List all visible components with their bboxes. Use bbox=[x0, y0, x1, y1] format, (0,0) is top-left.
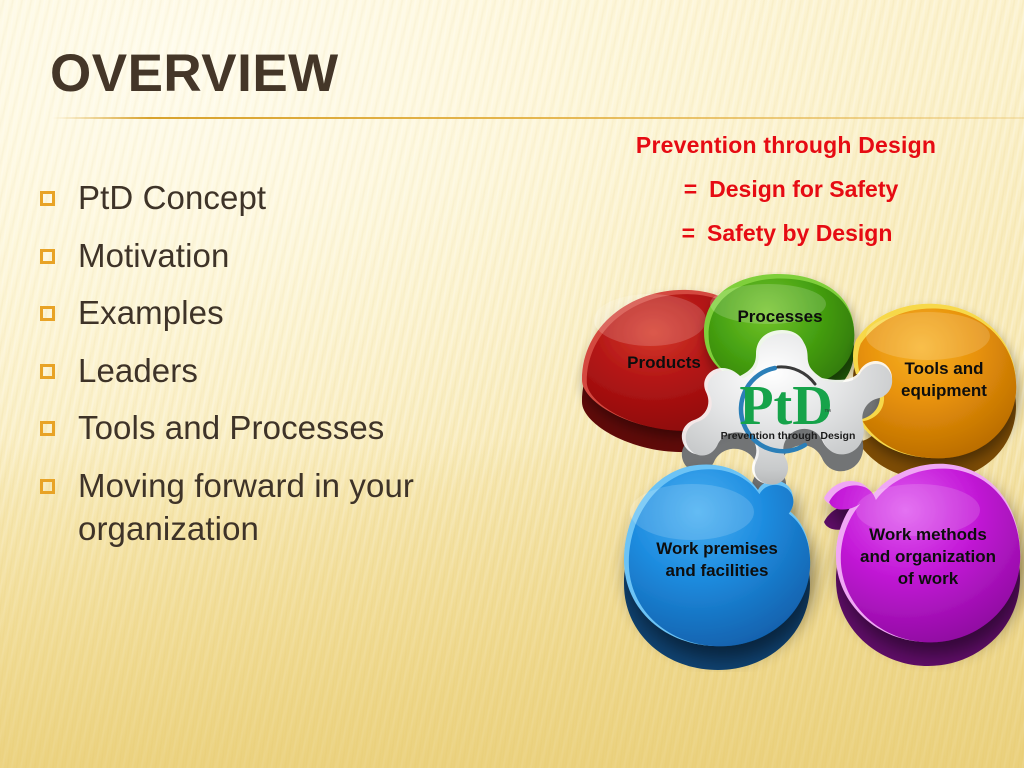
equation-line-2: = Design for Safety bbox=[548, 178, 1024, 201]
puzzle-label-tools-line1: Tools and bbox=[904, 359, 983, 378]
page-title: Overview bbox=[50, 44, 339, 103]
equation-line-3-text: Safety by Design bbox=[707, 220, 893, 246]
puzzle-piece-tools-and-equipment[interactable]: Tools and equipment bbox=[853, 303, 1017, 459]
puzzle-label-premises-line1: Work premises bbox=[656, 539, 778, 558]
title-divider bbox=[52, 117, 1024, 119]
square-bullet-icon bbox=[40, 421, 55, 437]
ptd-puzzle-diagram: Products Processes Tools and equipment bbox=[572, 272, 1024, 672]
ptd-logo-text: PtD bbox=[739, 375, 832, 437]
equation-block: Prevention through Design = Design for Sa… bbox=[548, 134, 1024, 245]
puzzle-piece-processes[interactable]: Processes bbox=[704, 274, 855, 419]
puzzle-label-methods-line1: Work methods bbox=[869, 525, 987, 544]
bullet-list: PtD Concept Motivation Examples Leaders … bbox=[40, 176, 540, 565]
puzzle-label-products: Products bbox=[627, 353, 701, 372]
puzzle-center-hub[interactable]: PtD Prevention through Design ™ bbox=[681, 330, 893, 485]
list-item-label: PtD Concept bbox=[78, 179, 267, 216]
list-item-label: Tools and Processes bbox=[78, 409, 385, 447]
square-bullet-icon bbox=[40, 306, 55, 322]
ptd-swoosh-dark-icon bbox=[776, 365, 817, 386]
list-item: Examples bbox=[40, 291, 540, 335]
equals-sign-1: = bbox=[683, 176, 698, 202]
square-bullet-icon bbox=[40, 363, 55, 379]
square-bullet-icon bbox=[40, 248, 55, 264]
ptd-trademark-symbol: ™ bbox=[824, 409, 831, 416]
puzzle-piece-work-methods[interactable]: Work methods and organization of work bbox=[824, 463, 1021, 643]
list-item: Leaders bbox=[40, 349, 540, 393]
list-item-label: Examples bbox=[78, 294, 224, 332]
equals-sign-2: = bbox=[681, 220, 696, 246]
list-item-label: Motivation bbox=[78, 236, 230, 274]
list-item: Moving forward in your organization bbox=[40, 464, 540, 551]
puzzle-piece-products[interactable]: Products bbox=[582, 289, 763, 431]
list-item-label: Leaders bbox=[78, 351, 198, 389]
puzzle-label-premises-line2: and facilities bbox=[666, 561, 769, 580]
puzzle-label-tools-line2: equipment bbox=[901, 381, 987, 400]
ptd-logo: PtD Prevention through Design ™ bbox=[721, 365, 856, 454]
puzzle-svg: Products Processes Tools and equipment bbox=[582, 274, 1021, 670]
ptd-swoosh-icon bbox=[738, 365, 808, 454]
equation-line-1: Prevention through Design bbox=[635, 132, 937, 158]
puzzle-label-processes: Processes bbox=[737, 307, 822, 326]
square-bullet-icon bbox=[40, 478, 55, 494]
list-item-label: Moving forward in your organization bbox=[78, 466, 415, 548]
list-item: PtD Concept bbox=[40, 176, 540, 220]
puzzle-label-methods-line2: and organization bbox=[860, 547, 996, 566]
puzzle-piece-work-premises[interactable]: Work premises and facilities bbox=[624, 464, 811, 647]
puzzle-label-methods-line3: of work bbox=[898, 569, 959, 588]
square-bullet-icon bbox=[40, 191, 55, 206]
list-item: Tools and Processes bbox=[40, 406, 540, 450]
equation-line-2-text: Design for Safety bbox=[709, 176, 899, 202]
equation-line-3: = Safety by Design bbox=[548, 222, 1024, 245]
ptd-logo-tagline: Prevention through Design bbox=[721, 430, 856, 442]
list-item: Motivation bbox=[40, 234, 540, 278]
